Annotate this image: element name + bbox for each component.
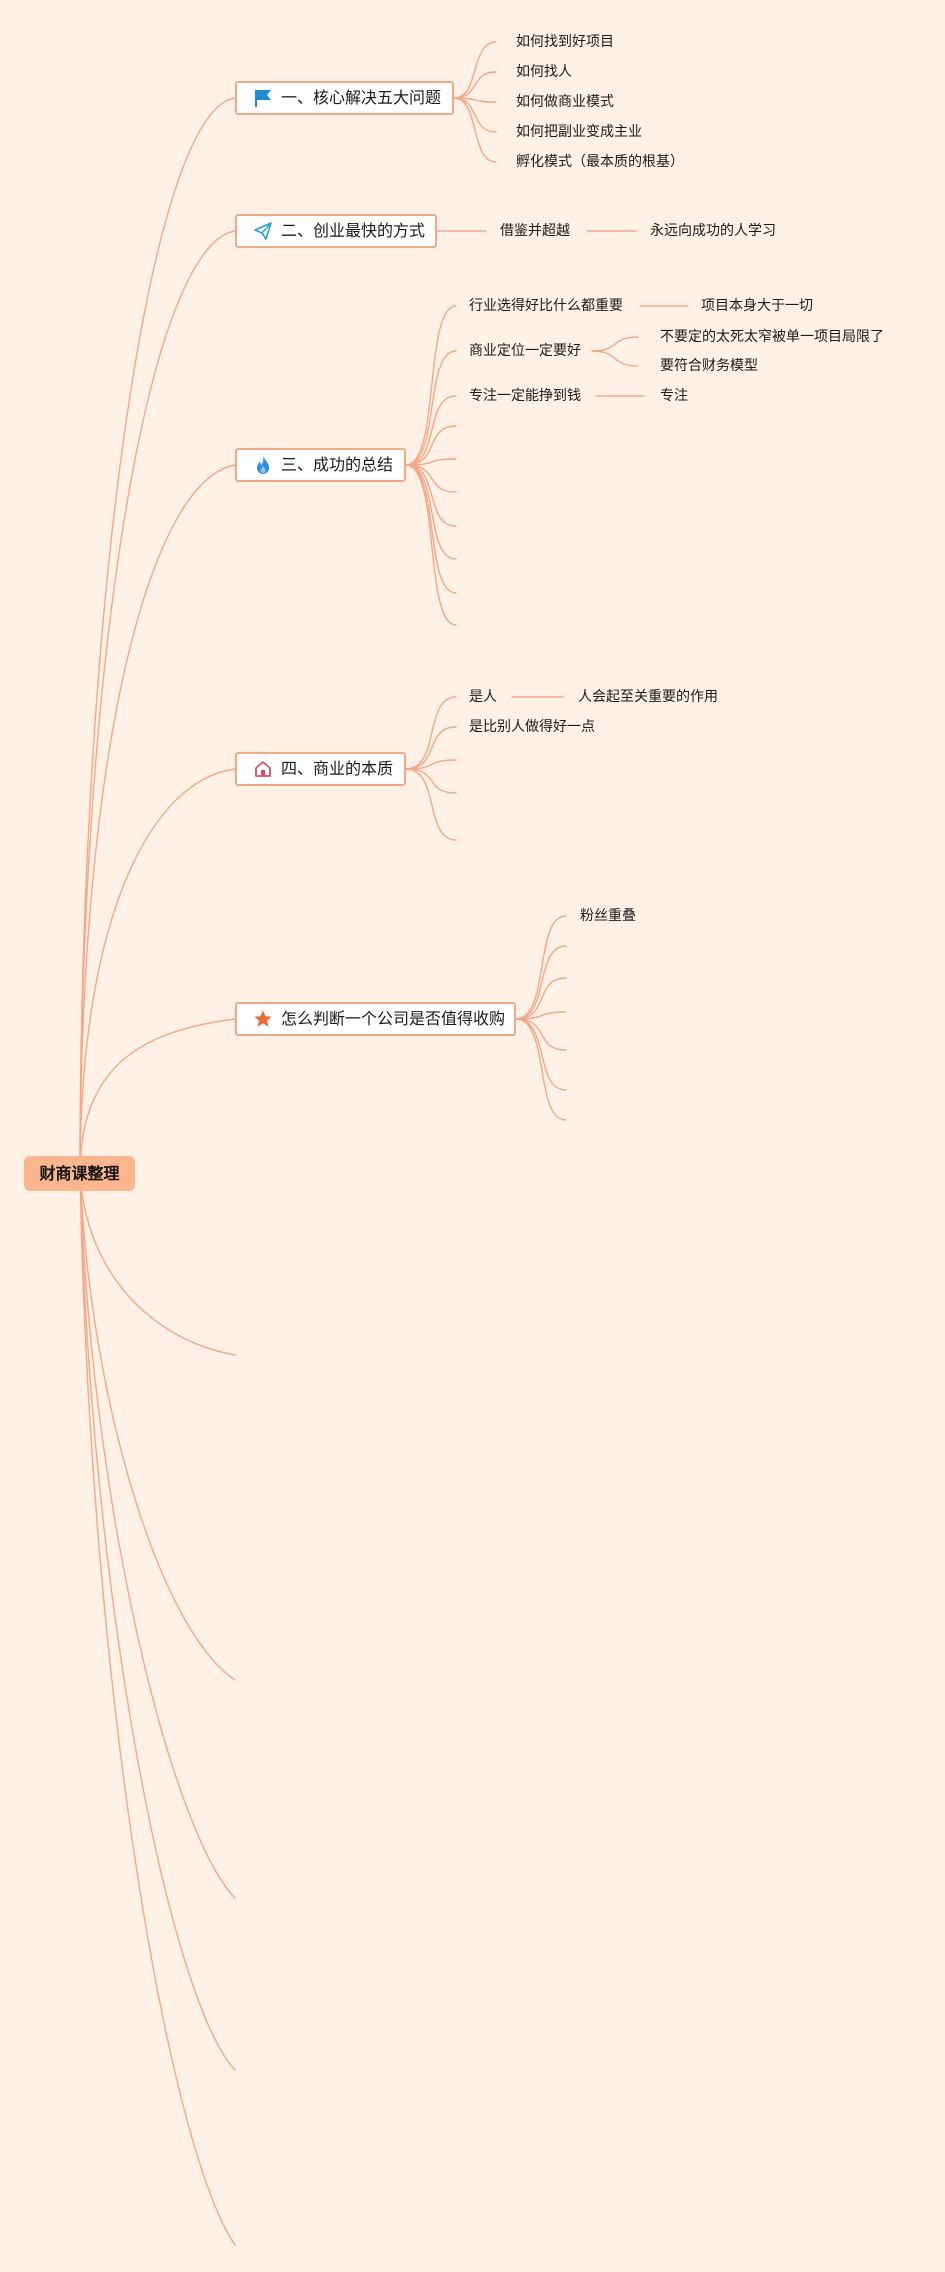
branch-label: 四、商业的本质: [281, 759, 394, 778]
subtopic-find-project[interactable]: 如何找到好项目: [516, 34, 614, 50]
subtopic-not-too-narrow[interactable]: 不要定的太死太窄被单一项目局限了: [660, 329, 884, 345]
connector-b5-c4: [515, 1011, 567, 1020]
branch-topic-success-summary[interactable]: 三、成功的总结: [235, 448, 406, 482]
connector-root-branch-9: [79, 1172, 236, 2071]
paper-plane-icon: [253, 221, 273, 241]
connector-b3-c2-g1: [591, 336, 639, 352]
connector-b3-c7: [405, 464, 457, 527]
connector-b4-c5: [405, 768, 457, 841]
connector-b4-c3: [405, 759, 457, 770]
subtopic-business-model[interactable]: 如何做商业模式: [516, 94, 614, 110]
connector-b3-c3: [405, 395, 457, 466]
connector-b4-c4: [405, 768, 457, 794]
connector-b1-c4: [453, 97, 497, 133]
connector-b4-c1: [405, 696, 457, 770]
connector-b3-c2: [405, 350, 457, 466]
connector-b3-c2-g2: [591, 350, 639, 367]
branch-label: 一、核心解决五大问题: [281, 88, 442, 107]
connector-b3-c4: [405, 425, 457, 466]
subtopic-do-better[interactable]: 是比别人做得好一点: [469, 719, 595, 735]
connector-root-branch-4: [79, 768, 236, 1174]
connector-b4-c2: [405, 726, 457, 770]
subtopic-financial-model[interactable]: 要符合财务模型: [660, 358, 758, 374]
subtopic-focus[interactable]: 专注: [660, 388, 688, 404]
branch-label: 二、创业最快的方式: [281, 221, 426, 240]
branch-label: 怎么判断一个公司是否值得收购: [281, 1009, 506, 1028]
connector-root-branch-3: [79, 464, 236, 1174]
subtopic-side-to-main[interactable]: 如何把副业变成主业: [516, 124, 642, 140]
fire-icon: [253, 455, 273, 475]
connector-root-branch-6: [79, 1172, 236, 1356]
connector-b5-c2: [515, 945, 567, 1020]
connector-b1-c5: [453, 97, 497, 163]
connector-b5-c3: [515, 977, 567, 1020]
connector-b3-c10: [405, 464, 457, 626]
branch-topic-core-problems[interactable]: 一、核心解决五大问题: [235, 81, 454, 115]
subtopic-find-people[interactable]: 如何找人: [516, 64, 572, 80]
subtopic-business-positioning[interactable]: 商业定位一定要好: [469, 343, 581, 359]
connector-root-branch-2: [79, 230, 236, 1174]
subtopic-learn-from-successful[interactable]: 永远向成功的人学习: [650, 223, 776, 239]
connector-root-branch-1: [79, 97, 236, 1174]
subtopic-incubation-model[interactable]: 孵化模式（最本质的根基）: [516, 154, 684, 170]
connector-b5-c7: [515, 1018, 567, 1121]
connector-b3-c8: [405, 464, 457, 560]
connector-b3-c1: [405, 305, 457, 466]
connector-b3-c5: [405, 458, 457, 466]
connector-root-branch-5: [79, 1018, 236, 1174]
connector-root-branch-8: [79, 1172, 236, 1899]
branch-topic-fastest-way[interactable]: 二、创业最快的方式: [235, 214, 437, 248]
subtopic-industry-choice[interactable]: 行业选得好比什么都重要: [469, 298, 623, 314]
branch-topic-business-essence[interactable]: 四、商业的本质: [235, 752, 406, 786]
house-icon: [253, 759, 273, 779]
connector-root-branch-7: [79, 1172, 236, 1681]
connector-b3-c6: [405, 464, 457, 493]
branch-topic-acquisition-judgement[interactable]: 怎么判断一个公司是否值得收购: [235, 1002, 516, 1036]
connector-b5-c6: [515, 1018, 567, 1091]
branch-label: 三、成功的总结: [281, 455, 394, 474]
subtopic-fan-overlap[interactable]: 粉丝重叠: [580, 908, 636, 924]
connector-b5-c5: [515, 1018, 567, 1051]
connector-root-branch-10: [79, 1172, 236, 2246]
star-icon: [253, 1009, 273, 1029]
connector-b1-c1: [453, 41, 497, 99]
subtopic-is-people[interactable]: 是人: [469, 689, 497, 705]
subtopic-people-role[interactable]: 人会起至关重要的作用: [578, 689, 718, 705]
root-topic[interactable]: 财商课整理: [24, 1156, 135, 1191]
flag-icon: [253, 88, 273, 108]
connector-b5-c1: [515, 915, 567, 1020]
subtopic-project-itself[interactable]: 项目本身大于一切: [701, 298, 813, 314]
connector-b1-c2: [453, 71, 497, 99]
subtopic-learn-and-surpass[interactable]: 借鉴并超越: [500, 223, 570, 239]
connector-b3-c9: [405, 464, 457, 594]
subtopic-focus-earns[interactable]: 专注一定能挣到钱: [469, 388, 581, 404]
